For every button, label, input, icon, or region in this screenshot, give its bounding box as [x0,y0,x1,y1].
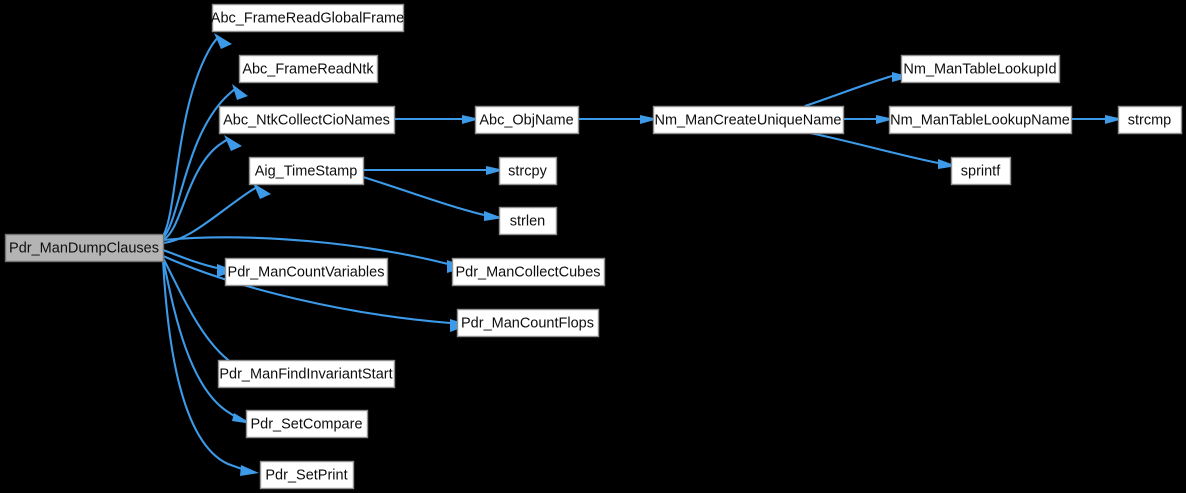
node-box[interactable] [211,3,405,33]
graph-node-aig_timestamp[interactable]: Aig_TimeStamp [248,156,365,186]
arrowhead-icon [214,33,232,49]
node-label: Abc_NtkCollectCioNames [223,112,390,128]
node-label: Pdr_ManCountFlops [461,315,594,331]
node-label: Abc_FrameReadNtk [242,61,374,77]
node-label: Abc_ObjName [479,112,573,128]
edge-line [804,74,893,107]
node-box[interactable] [900,54,1061,84]
arrowhead-icon [232,84,248,100]
graph-node-pdr_man_count_variables[interactable]: Pdr_ManCountVariables [224,257,389,287]
edge-line [162,255,451,325]
edge-line [162,87,237,239]
node-box[interactable] [950,156,1012,186]
node-box[interactable] [1117,105,1183,135]
edge-line [809,131,939,165]
node-box[interactable] [474,105,580,135]
node-box[interactable] [245,409,369,439]
node-label: Pdr_ManDumpClauses [9,240,159,256]
node-label: Abc_FrameReadGlobalFrame [211,10,404,26]
node-label: Aig_TimeStamp [255,163,358,179]
graph-node-pdr_man_dump_clauses[interactable]: Pdr_ManDumpClauses [4,233,165,263]
node-box[interactable] [456,308,600,338]
arrowhead-icon [240,465,259,476]
edge-line [162,236,449,266]
edge-line [162,36,219,237]
node-label: strcpy [508,163,547,179]
graph-node-nm_man_create_unique[interactable]: Nm_ManCreateUniqueName [652,105,845,135]
node-box[interactable] [217,359,396,389]
node-label: Pdr_SetCompare [250,416,362,432]
arrowhead-icon [640,115,658,124]
graph-node-strlen[interactable]: strlen [498,206,558,236]
call-edge-nm_man_table_lookup_name-to-strcmp [1071,115,1123,124]
graph-node-abc_frame_read_ntk[interactable]: Abc_FrameReadNtk [238,54,379,84]
arrowhead-icon [224,135,242,151]
call-edge-abc_obj_name-to-nm_man_create_unique [578,115,658,124]
graph-node-strcpy[interactable]: strcpy [498,156,558,186]
node-label: strlen [510,213,545,229]
node-box[interactable] [238,54,379,84]
node-box[interactable] [652,105,845,135]
arrowhead-icon [1105,115,1123,124]
arrowhead-icon [484,211,503,221]
edge-line [362,175,485,217]
call-edge-nm_man_create_unique-to-sprintf [809,131,957,169]
edge-line [162,138,229,241]
node-box[interactable] [888,105,1073,135]
graph-node-pdr_man_count_flops[interactable]: Pdr_ManCountFlops [456,308,600,338]
call-edge-aig_timestamp-to-strlen [362,175,503,221]
node-label: Pdr_ManFindInvariantStart [219,366,392,382]
graph-node-pdr_set_print[interactable]: Pdr_SetPrint [259,460,355,490]
node-box[interactable] [498,156,558,186]
call-edge-pdr_man_dump_clauses-to-abc_frame_read_ntk [162,84,248,239]
call-edge-pdr_man_dump_clauses-to-aig_timestamp [162,183,271,245]
edge-line [162,249,218,270]
graph-node-abc_frame_read_global[interactable]: Abc_FrameReadGlobalFrame [211,3,405,33]
node-label: sprintf [961,163,1001,179]
node-box[interactable] [498,206,558,236]
edges-layer [161,33,1123,476]
nodes-layer: Pdr_ManDumpClauses Abc_FrameReadGlobalFra… [4,3,1183,490]
graph-node-pdr_man_find_invariant[interactable]: Pdr_ManFindInvariantStart [217,359,396,389]
edge-line [161,258,237,418]
node-label: strcmp [1128,112,1172,128]
graph-node-strcmp[interactable]: strcmp [1117,105,1183,135]
node-box[interactable] [224,257,389,287]
graph-node-sprintf[interactable]: sprintf [950,156,1012,186]
node-label: Pdr_SetPrint [265,467,347,483]
node-label: Nm_ManTableLookupName [890,112,1070,128]
node-label: Pdr_ManCountVariables [228,264,385,280]
node-label: Pdr_ManCollectCubes [455,264,600,280]
graph-node-nm_man_table_lookup_id[interactable]: Nm_ManTableLookupId [900,54,1061,84]
node-box[interactable] [4,233,165,263]
graph-node-pdr_set_compare[interactable]: Pdr_SetCompare [245,409,369,439]
node-label: Nm_ManTableLookupId [903,61,1056,77]
node-box[interactable] [248,156,365,186]
edge-line [162,186,258,245]
node-label: Nm_ManCreateUniqueName [655,112,842,128]
arrowhead-icon [462,115,480,124]
call-edge-pdr_man_dump_clauses-to-abc_ntk_collect_cionames [162,135,242,241]
call-edge-nm_man_create_unique-to-nm_man_table_lookup_name [843,115,894,124]
call-edge-aig_timestamp-to-strcpy [363,166,504,175]
graph-node-pdr_man_collect_cubes[interactable]: Pdr_ManCollectCubes [451,257,606,287]
graph-node-abc_ntk_collect_cionames[interactable]: Abc_NtkCollectCioNames [218,105,396,135]
node-box[interactable] [218,105,396,135]
edge-line [161,259,243,470]
call-edge-pdr_man_dump_clauses-to-pdr_set_print [161,259,259,476]
graph-node-nm_man_table_lookup_name[interactable]: Nm_ManTableLookupName [888,105,1073,135]
call-edge-abc_ntk_collect_cionames-to-abc_obj_name [394,115,480,124]
node-box[interactable] [259,460,355,490]
call-edge-pdr_man_dump_clauses-to-abc_frame_read_global [162,33,232,237]
arrowhead-icon [253,183,271,199]
node-box[interactable] [451,257,606,287]
graph-node-abc_obj_name[interactable]: Abc_ObjName [474,105,580,135]
arrowhead-icon [876,115,894,124]
call-edge-nm_man_create_unique-to-nm_man_table_lookup_id [804,72,911,107]
arrowhead-icon [486,166,504,175]
